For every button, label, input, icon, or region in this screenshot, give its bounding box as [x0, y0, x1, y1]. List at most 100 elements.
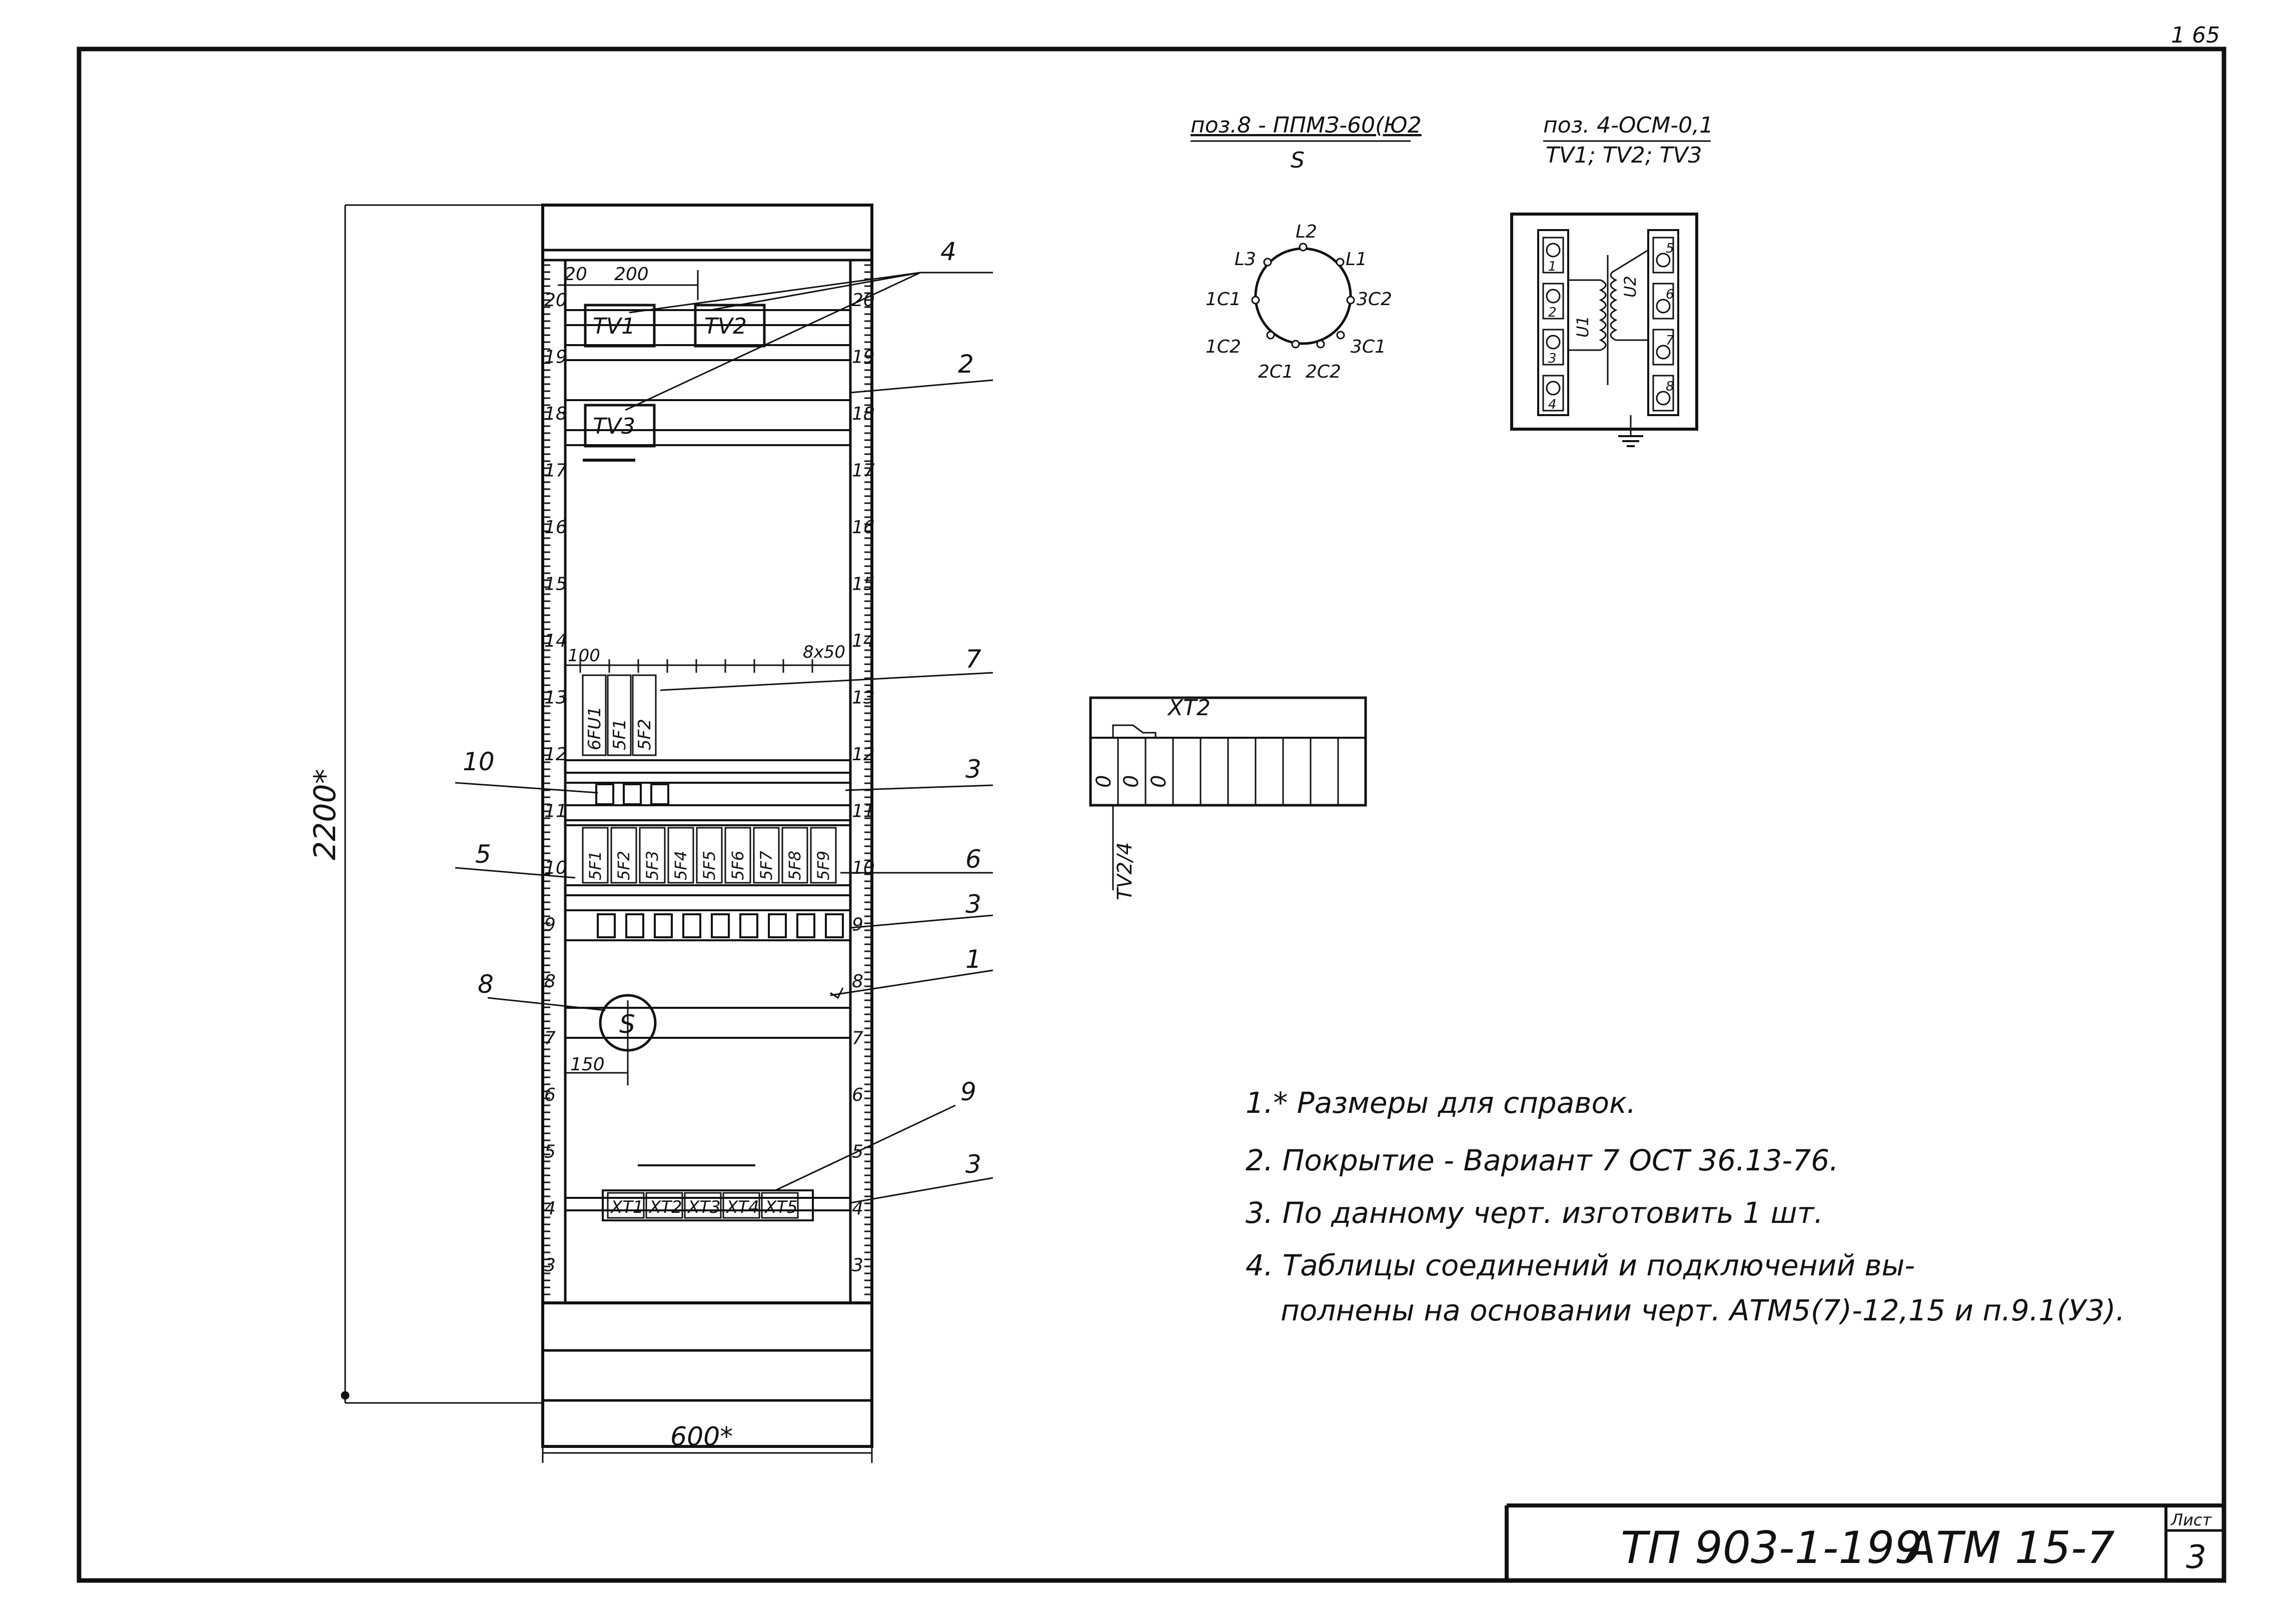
xt2-cell-label: 0 [1092, 775, 1115, 788]
pos4-terminal-left: 2 [1548, 305, 1557, 320]
rail-row-label: 18 [852, 404, 875, 424]
switch-lower-label: 5F2 [614, 851, 633, 880]
pos4-terminal-right: 5 [1666, 241, 1674, 256]
dim-150: 150 [570, 1054, 605, 1075]
rail-row-label: 20 [544, 290, 567, 311]
switch-lower-label: 5F8 [785, 851, 804, 880]
pos8-pin-label: 3C1 [1351, 337, 1386, 357]
rail-row-label: 9 [544, 915, 556, 935]
rail-row-label: 17 [544, 461, 567, 481]
switch-upper-label: 5F1 [610, 719, 630, 750]
dimension-height: 2200* [308, 204, 543, 1404]
pos4-winding-u1: U1 [1573, 316, 1592, 338]
pos8-pin-label: 3C2 [1357, 289, 1392, 310]
rail-row-label: 15 [852, 574, 875, 595]
transformer-tv1-label: TV1 [593, 314, 635, 339]
pos4-terminal-right: 6 [1666, 287, 1674, 302]
callout-number: 6 [965, 845, 981, 874]
rail-row-label: 20 [852, 290, 875, 311]
notes: 1.* Размеры для справок. 2. Покрытие - В… [1246, 1086, 2125, 1327]
callout-number: 3 [965, 1150, 981, 1179]
callout-number: 9 [960, 1077, 976, 1106]
switch-lower-label: 5F5 [700, 851, 719, 880]
rail-row-label: 13 [544, 688, 567, 708]
terminal-label: XT5 [764, 1197, 798, 1217]
title-sheet-label: Лист [2170, 1510, 2212, 1529]
dim-8x50: 8x50 [803, 642, 845, 662]
pos4-terminal-left: 3 [1548, 351, 1557, 366]
rail-row-label: 3 [852, 1255, 863, 1276]
transformer-tv2-label: TV2 [704, 314, 747, 339]
dim-200: 200 [614, 264, 649, 285]
rail-row-label: 15 [544, 574, 567, 595]
switch-lower-label: 5F7 [757, 850, 776, 880]
rail-row-label: 3 [544, 1255, 556, 1276]
callout-number: 8 [478, 970, 494, 999]
pos4-subtitle: TV1; TV2; TV3 [1546, 143, 1702, 168]
pos8-pin-label: L3 [1235, 249, 1256, 270]
switch-lower-label: 5F1 [586, 851, 605, 880]
rail-row-label: 5 [544, 1142, 556, 1162]
callout-number: 5 [475, 840, 491, 869]
pos8-pin-label: 1C2 [1206, 337, 1241, 357]
xt2-title: XT2 [1167, 695, 1211, 721]
pos4-terminal-right: 7 [1666, 333, 1674, 348]
pos8-pin-label: 2C2 [1306, 362, 1341, 382]
terminal-label: XT1 [610, 1197, 644, 1217]
rail-row-label: 16 [544, 517, 567, 538]
rail-row-label: 10 [852, 858, 875, 878]
callout-number: 1 [965, 945, 981, 974]
pos4-frame [1510, 213, 1698, 431]
terminal-label: XT2 [648, 1197, 682, 1217]
note-3: 3. По данному черт. изготовить 1 шт. [1246, 1196, 1823, 1230]
switch-lower-label: 5F9 [814, 851, 833, 880]
note-4: 4. Таблицы соединений и подключений вы- [1246, 1248, 1915, 1282]
switch-upper-label: 5F2 [635, 719, 655, 750]
rail-row-label: 11 [852, 801, 875, 822]
dimension-height-label: 2200* [308, 769, 343, 860]
transformer-tv3 [584, 404, 656, 448]
rail-row-label: 13 [852, 688, 875, 708]
pos8-title: поз.8 - ППМЗ-60(Ю2 [1191, 113, 1422, 138]
xt2-cell-label: 0 [1148, 775, 1171, 788]
callout-number: 7 [965, 645, 981, 674]
rail-row-label: 4 [544, 1198, 556, 1219]
terminal-label: XT3 [687, 1197, 721, 1217]
dim-20: 20 [564, 264, 587, 285]
rail-row-label: 4 [852, 1198, 863, 1219]
pos4-winding-u2: U2 [1621, 276, 1640, 298]
rail-row-label: 12 [852, 744, 875, 765]
rail-row-label: 6 [544, 1085, 556, 1105]
sheet-number: 1 65 [2171, 23, 2220, 48]
switch-upper-label: 6FU1 [585, 706, 605, 750]
title-block: ТП 903-1-199 АТМ 15-7 Лист 3 [1505, 1503, 2224, 1580]
switch-lower-label: 5F4 [671, 851, 690, 880]
pos8-pin-label: L1 [1346, 249, 1367, 270]
pos8-subtitle: S [1291, 148, 1305, 173]
xt2-cell-label: 0 [1120, 775, 1143, 788]
pos8-pin-label: L2 [1296, 222, 1317, 242]
dimension-width-label: 600* [670, 1422, 733, 1452]
pos8-pin-label: 1C1 [1206, 289, 1241, 310]
note-2: 2. Покрытие - Вариант 7 ОСТ 36.13-76. [1246, 1143, 1839, 1177]
title-doc: АТМ 15-7 [1903, 1522, 2115, 1573]
rail-row-label: 6 [852, 1085, 863, 1105]
terminal-label: XT4 [725, 1197, 759, 1217]
callout-number: 2 [958, 350, 974, 379]
callout-number: 10 [463, 747, 495, 776]
switch-lower-label: 5F6 [728, 851, 747, 880]
pos8-pin-label: 2C1 [1258, 362, 1294, 382]
rail-row-label: 8 [852, 971, 863, 992]
title-sheet-number: 3 [2186, 1539, 2206, 1576]
note-1: 1.* Размеры для справок. [1246, 1086, 1636, 1120]
dim-100: 100 [568, 646, 600, 666]
